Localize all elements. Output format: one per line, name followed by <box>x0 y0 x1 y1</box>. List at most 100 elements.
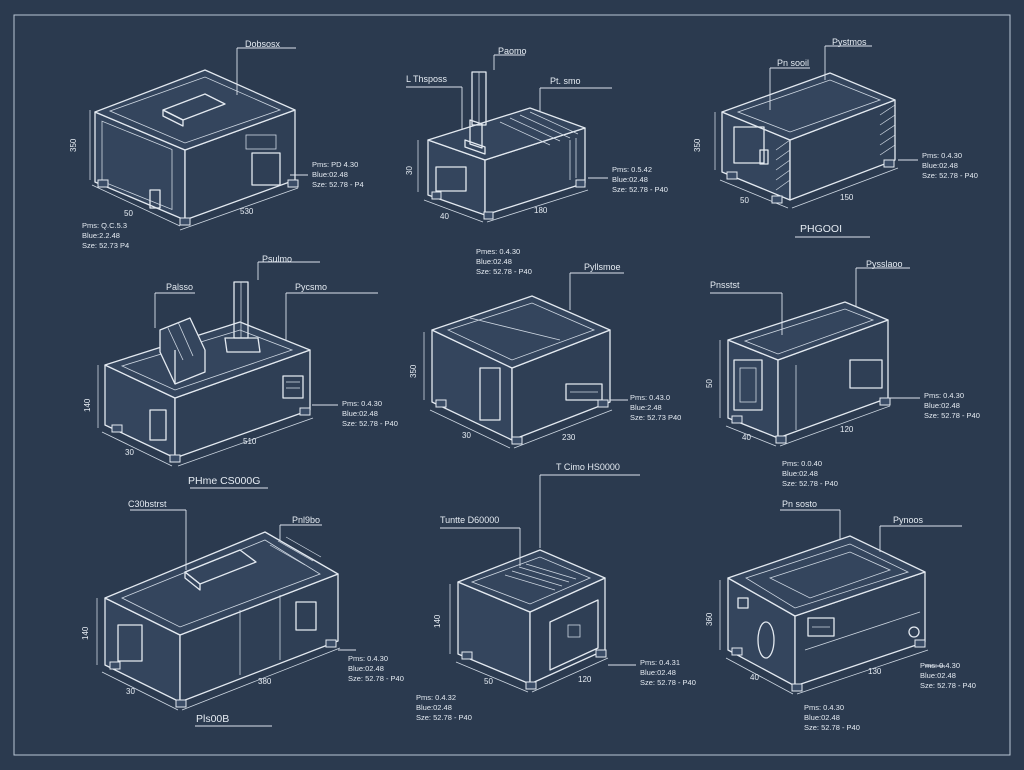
unit-8-note-bottom-line1: Pms: 0.4.32 <box>416 693 456 702</box>
unit-6-drawing <box>710 267 920 447</box>
unit-3-width-dim: 150 <box>840 193 854 202</box>
unit-3-note-line3: Sze: 52.78 - P40 <box>922 171 978 180</box>
unit-7-width-dim: 380 <box>258 677 272 686</box>
unit-9-height-dim: 360 <box>705 612 714 626</box>
unit-9-note-line1: Pms: 0.4.30 <box>920 661 960 670</box>
unit-4-left-label: Palsso <box>166 282 193 292</box>
unit-4-mid-label: Pycsmo <box>295 282 327 292</box>
unit-7-mid-label: Pnl9bo <box>292 515 320 525</box>
unit-7-note-line2: Blue:02.48 <box>348 664 384 673</box>
unit-5-width-dim: 230 <box>562 433 576 442</box>
unit-6-note-bottom-line3: Sze: 52.78 - P40 <box>782 479 838 488</box>
unit-9-drawing <box>719 509 962 695</box>
unit-3-drawing <box>714 45 918 238</box>
unit-1-note-right-line1: Pms: PD 4.30 <box>312 160 358 169</box>
unit-5-depth-dim: 30 <box>462 431 471 440</box>
unit-4-top-label: Psulmo <box>262 254 292 264</box>
unit-1-note-right-line2: Blue:02.48 <box>312 170 348 179</box>
unit-4-note-line3: Sze: 52.78 - P40 <box>342 419 398 428</box>
unit-2-note-line3: Sze: 52.78 - P40 <box>612 185 668 194</box>
unit-feet <box>97 159 926 708</box>
unit-8-depth-dim: 50 <box>484 677 493 686</box>
unit-3-top-label: Pystmos <box>832 37 867 47</box>
unit-1-depth-dim: 50 <box>124 209 133 218</box>
unit-5-note-line1: Pms: 0.43.0 <box>630 393 670 402</box>
unit-9-note-line3: Sze: 52.78 - P40 <box>920 681 976 690</box>
unit-8-mid-label: Tuntte D60000 <box>440 515 499 525</box>
unit-2-depth-dim: 40 <box>440 212 449 221</box>
unit-6-top-label: Pysslaoo <box>866 259 903 269</box>
unit-8-height-dim: 140 <box>433 614 442 628</box>
unit-2-note-line1: Pms: 0.5.42 <box>612 165 652 174</box>
unit-3-note-line1: Pms: 0.4.30 <box>922 151 962 160</box>
unit-6-note-bottom-line1: Pms: 0.0.40 <box>782 459 822 468</box>
unit-8-note-line2: Blue:02.48 <box>640 668 676 677</box>
unit-1-top-label: Dobsosx <box>245 39 281 49</box>
unit-7-depth-dim: 30 <box>126 687 135 696</box>
unit-4-drawing <box>97 261 378 489</box>
unit-3-mid-label: Pn sooil <box>777 58 809 68</box>
unit-7-drawing <box>96 509 356 727</box>
unit-2-height-dim: 30 <box>405 166 414 175</box>
unit-8-note-line3: Sze: 52.78 - P40 <box>640 678 696 687</box>
unit-8-top-label: T Cimo HS0000 <box>556 462 620 472</box>
unit-5-top-label: Pyllsmoe <box>584 262 621 272</box>
unit-9-depth-dim: 40 <box>750 673 759 682</box>
unit-8-note-bottom-line3: Sze: 52.78 - P40 <box>416 713 472 722</box>
unit-7-top-label: C30bstrst <box>128 499 167 509</box>
unit-1-note-left-line2: Blue:2.2.48 <box>82 231 120 240</box>
unit-9-note-bottom-line2: Blue:02.48 <box>804 713 840 722</box>
unit-4-note-line2: Blue:02.48 <box>342 409 378 418</box>
unit-5-height-dim: 350 <box>409 364 418 378</box>
unit-7-bottom-label: Pls00B <box>196 713 229 725</box>
unit-6-depth-dim: 40 <box>742 433 751 442</box>
unit-9-width-dim: 130 <box>868 667 882 676</box>
unit-9-note-bottom-line1: Pms: 0.4.30 <box>804 703 844 712</box>
unit-7-note-line3: Sze: 52.78 - P40 <box>348 674 404 683</box>
unit-8-note-bottom-line2: Blue:02.48 <box>416 703 452 712</box>
unit-6-note-line1: Pms: 0.4.30 <box>924 391 964 400</box>
unit-2-width-dim: 180 <box>534 206 548 215</box>
unit-7-height-dim: 140 <box>81 626 90 640</box>
unit-1-note-left-line3: Sze: 52.73 P4 <box>82 241 129 250</box>
unit-1-note-left-line1: Pms: Q.C.5.3 <box>82 221 127 230</box>
unit-1-width-dim: 530 <box>240 207 254 216</box>
unit-4-height-dim: 140 <box>83 398 92 412</box>
unit-1-height-dim: 350 <box>69 138 78 152</box>
unit-1-drawing <box>89 47 308 231</box>
unit-5-top-note-line2: Blue:02.48 <box>476 257 512 266</box>
unit-8-width-dim: 120 <box>578 675 592 684</box>
unit-2-top-label: Paomo <box>498 46 527 56</box>
unit-6-left-label: Pnsstst <box>710 280 740 290</box>
sheet-border <box>13 14 1011 756</box>
unit-4-depth-dim: 30 <box>125 448 134 457</box>
unit-3-height-dim: 350 <box>693 138 702 152</box>
unit-5-drawing <box>423 272 628 449</box>
unit-7-note-line1: Pms: 0.4.30 <box>348 654 388 663</box>
unit-9-note-bottom-line3: Sze: 52.78 - P40 <box>804 723 860 732</box>
unit-4-note-line1: Pms: 0.4.30 <box>342 399 382 408</box>
unit-9-note-line2: Blue:02.48 <box>920 671 956 680</box>
unit-3-depth-dim: 50 <box>740 196 749 205</box>
unit-2-mid-label: Pt. smo <box>550 76 581 86</box>
unit-4-width-dim: 510 <box>243 437 257 446</box>
unit-3-bottom-label: PHGOOI <box>800 223 842 235</box>
unit-2-note-line2: Blue:02.48 <box>612 175 648 184</box>
unit-6-height-dim: 50 <box>705 379 714 388</box>
unit-1-note-right-line3: Sze: 52.78 - P4 <box>312 180 364 189</box>
unit-8-note-line1: Pms: 0.4.31 <box>640 658 680 667</box>
unit-4-bottom-label: PHme CS000G <box>188 475 260 487</box>
unit-9-mid-label: Pynoos <box>893 515 924 525</box>
unit-3-note-line2: Blue:02.48 <box>922 161 958 170</box>
unit-6-note-line3: Sze: 52.78 - P40 <box>924 411 980 420</box>
unit-2-left-label: L Thsposs <box>406 74 448 84</box>
unit-5-top-note-line1: Pmes: 0.4.30 <box>476 247 520 256</box>
unit-5-top-note-line3: Sze: 52.78 - P40 <box>476 267 532 276</box>
unit-5-note-line2: Blue:2.48 <box>630 403 662 412</box>
unit-6-note-line2: Blue:02.48 <box>924 401 960 410</box>
unit-2-drawing <box>406 54 612 223</box>
unit-5-note-line3: Sze: 52.73 P40 <box>630 413 681 422</box>
unit-6-width-dim: 120 <box>840 425 854 434</box>
unit-9-top-label: Pn sosto <box>782 499 817 509</box>
